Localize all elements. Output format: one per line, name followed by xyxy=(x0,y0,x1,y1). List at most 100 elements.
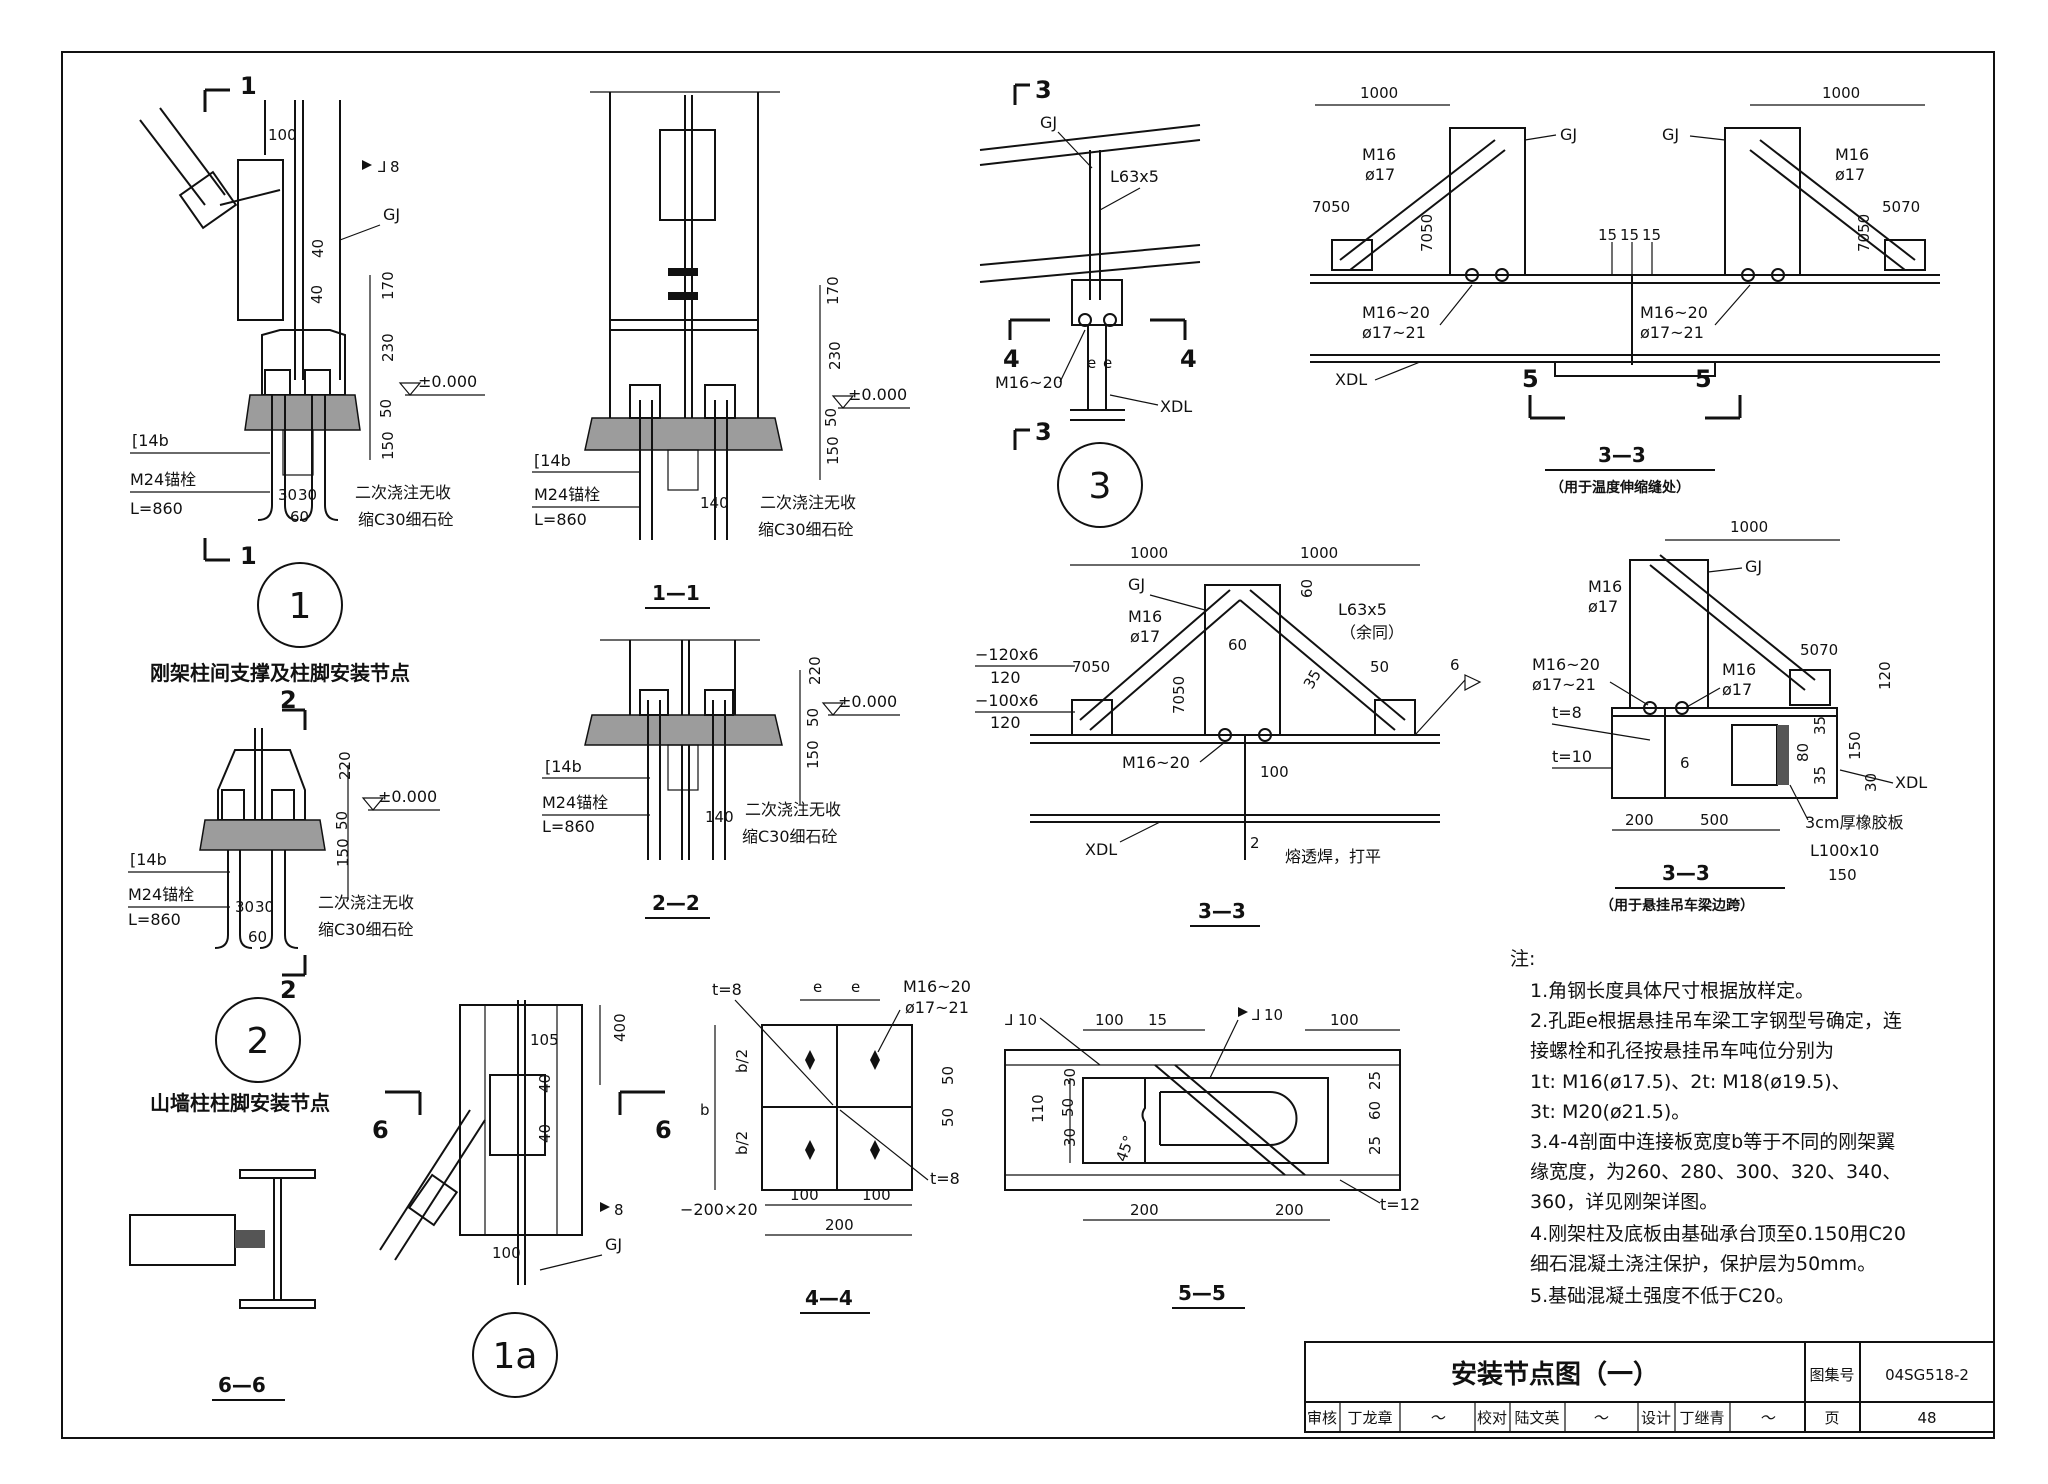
label-gj-3: GJ xyxy=(1040,113,1057,132)
note-line-9: 4.刚架柱及底板由基础承台顶至0.150用C20 xyxy=(1530,1223,1906,1245)
section-3-3-crane: 1000 M16 ø17 GJ 5070 120 M16~20 ø17~21 M… xyxy=(1532,518,1927,914)
dim-44-50a: 50 xyxy=(939,1066,957,1085)
designer-signature: 〜 xyxy=(1759,1409,1775,1427)
dim-33c-200: 200 xyxy=(1625,811,1654,829)
sheet-title: 安装节点图（一） xyxy=(1451,1359,1659,1390)
label-grout-2a: 二次浇注无收 xyxy=(318,893,414,912)
dim-11-50: 50 xyxy=(822,408,840,427)
designer-name: 丁继青 xyxy=(1679,1409,1724,1427)
dim-55-100a: 100 xyxy=(1095,1011,1124,1029)
dim-44-50b: 50 xyxy=(939,1108,957,1127)
label-rubber-33c: 3cm厚橡胶板 xyxy=(1805,813,1904,832)
dim-33b-60b: 60 xyxy=(1228,636,1247,654)
dim-33b-1000-l: 1000 xyxy=(1130,544,1168,562)
label-bolt-33c: M16~20 xyxy=(1532,655,1600,674)
section-mark-5-right: 5 xyxy=(1695,365,1712,393)
dim-33b-35: 35 xyxy=(1300,666,1325,692)
label-gj-33c: GJ xyxy=(1745,557,1762,576)
section-4-4: t=8 e e M16~20 ø17~21 b b/2 b/2 50 50 t=… xyxy=(680,977,971,1314)
label-hole-33a-r: ø17~21 xyxy=(1640,323,1704,342)
dim-1-50: 50 xyxy=(377,399,395,418)
detail-3: 3 GJ L63x5 4 4 e e M16~20 XDL 3 3 xyxy=(979,76,1201,528)
section-mark-1-top: 1 xyxy=(240,72,257,100)
label-plate-120-a: 120 xyxy=(990,668,1021,687)
detail-marker-2-label: 2 xyxy=(247,1021,270,1062)
section-mark-2-bottom: 2 xyxy=(280,976,297,1004)
label-channel-2: [14b xyxy=(130,850,167,869)
elev-22: ±0.000 xyxy=(838,692,897,711)
weld-33c-6: 6 xyxy=(1680,754,1690,772)
label-grout-1b: 缩C30细石砼 xyxy=(358,510,454,529)
label-xdl-3: XDL xyxy=(1160,397,1192,416)
section-3-3-expansion: 1000 1000 15 15 15 GJ GJ M16 ø17 M16 ø17… xyxy=(1310,84,1940,496)
dim-1a-40a: 40 xyxy=(536,1074,554,1093)
label-gj-33a-r: GJ xyxy=(1662,125,1679,144)
dim-1a-105: 105 xyxy=(530,1031,559,1049)
svg-text:⅃: ⅃ xyxy=(1005,1011,1013,1029)
note-line-2: 2.孔距e根据悬挂吊车梁工字钢型号确定，连 xyxy=(1530,1010,1902,1032)
label-angle-33b: L63x5 xyxy=(1338,600,1387,619)
dim-2-60: 60 xyxy=(248,928,267,946)
dim-2-30b: 30 xyxy=(255,898,274,916)
dim-11-150: 150 xyxy=(824,436,842,465)
dim-1-60: 60 xyxy=(290,508,309,526)
dim-33a-7050-l: 7050 xyxy=(1312,198,1350,216)
dim-33c-5070: 5070 xyxy=(1800,641,1838,659)
page-number: 48 xyxy=(1917,1409,1936,1427)
label-bolt-33b: M16~20 xyxy=(1122,753,1190,772)
label-grout-11b: 缩C30细石砼 xyxy=(758,520,854,539)
label-plate-120x6: −120x6 xyxy=(975,645,1039,664)
label-bolt-2: M24锚栓 xyxy=(128,885,194,904)
section-mark-6-left: 6 xyxy=(372,1116,389,1144)
dim-33b-100: 100 xyxy=(1260,763,1289,781)
page-label: 页 xyxy=(1824,1409,1839,1427)
dim-33a-7050-lv: 7050 xyxy=(1418,214,1436,252)
dim-3-e1: e xyxy=(1087,354,1096,372)
check-label: 校对 xyxy=(1477,1409,1507,1427)
label-gj-33a-l: GJ xyxy=(1560,125,1577,144)
detail-1a: 105 40 40 400 100 8 GJ 6 6 1a xyxy=(372,1000,672,1398)
dim-44-b: b xyxy=(700,1101,710,1119)
section-mark-3-bottom: 3 xyxy=(1035,418,1052,446)
dim-2-50: 50 xyxy=(333,811,351,830)
note-line-10: 细石混凝土浇注保护，保护层为50mm。 xyxy=(1530,1253,1876,1275)
design-label: 设计 xyxy=(1641,1409,1671,1427)
dim-1a-100: 100 xyxy=(492,1244,521,1262)
label-bolt-44: M16~20 xyxy=(903,977,971,996)
label-xdl-33b: XDL xyxy=(1085,840,1117,859)
label-angle-3: L63x5 xyxy=(1110,167,1159,186)
label-bolt-len-2: L=860 xyxy=(128,910,181,929)
label-channel-11: [14b xyxy=(534,451,571,470)
label-m16-33b: M16 xyxy=(1128,607,1162,626)
weld-33b-6: 6 xyxy=(1450,656,1460,674)
label-gj-1: GJ xyxy=(383,205,400,224)
dim-33c-35a: 35 xyxy=(1811,716,1829,735)
dim-2-220: 220 xyxy=(336,751,354,780)
dim-44-b2b: b/2 xyxy=(733,1131,751,1155)
dim-1a-40b: 40 xyxy=(536,1124,554,1143)
dim-33b-7050: 7050 xyxy=(1072,658,1110,676)
dim-55-15: 15 xyxy=(1148,1011,1167,1029)
section-4-4-caption: 4—4 xyxy=(805,1286,853,1310)
label-plate-100x6: −100x6 xyxy=(975,691,1039,710)
section-mark-2-top: 2 xyxy=(280,686,297,714)
elev-2: ±0.000 xyxy=(378,787,437,806)
label-m16-33c-b: M16 xyxy=(1722,660,1756,679)
label-d17-33c-a: ø17 xyxy=(1588,597,1618,616)
section-5-5: ⅃ 10 100 15 ⅃ 10 100 30 50 30 110 45° 25… xyxy=(1004,1006,1420,1309)
dim-33a-1000-right: 1000 xyxy=(1822,84,1860,102)
dim-44-100a: 100 xyxy=(790,1186,819,1204)
dim-55-25a: 25 xyxy=(1366,1071,1384,1090)
dim-55-200a: 200 xyxy=(1130,1201,1159,1219)
dim-33c-80: 80 xyxy=(1794,743,1812,762)
label-d17-33c-b: ø17 xyxy=(1722,680,1752,699)
label-t10-33c: t=10 xyxy=(1552,747,1592,766)
detail-marker-1-label: 1 xyxy=(289,586,312,627)
label-hole-44: ø17~21 xyxy=(905,998,969,1017)
label-weld-note: 熔透焊，打平 xyxy=(1285,847,1381,866)
atlas-label: 图集号 xyxy=(1809,1366,1854,1384)
dim-33b-1000-r: 1000 xyxy=(1300,544,1338,562)
weld-1a: 8 xyxy=(614,1201,624,1219)
label-t8-44-top: t=8 xyxy=(712,980,742,999)
label-t8-33c: t=8 xyxy=(1552,703,1582,722)
